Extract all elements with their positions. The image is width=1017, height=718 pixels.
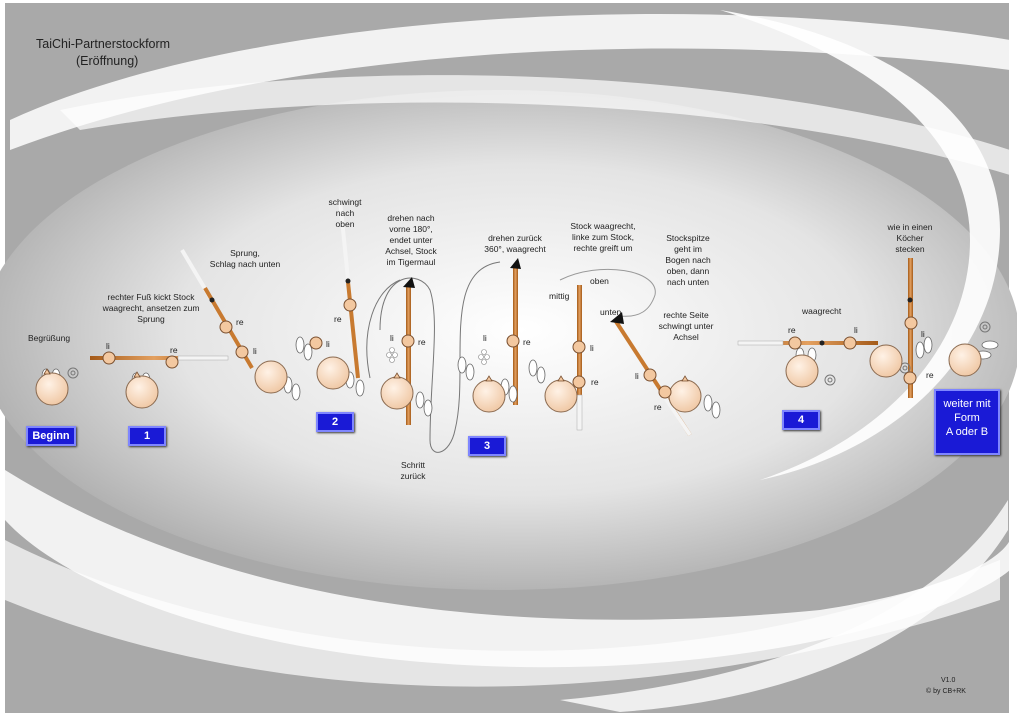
hand-label: li [921, 329, 925, 339]
label-unten: unten [600, 307, 622, 317]
hand-label: re [926, 370, 934, 380]
version-label: V1.0 [941, 677, 956, 684]
hand-label: re [334, 314, 342, 324]
label-koecher: wie in einen Köcher stecken [887, 222, 933, 254]
weiter-form-button[interactable]: weiter mit Form A oder B [934, 389, 1000, 455]
hand-label: li [854, 325, 858, 335]
step-4-button[interactable]: 4 [782, 410, 820, 430]
label-schritt: Schritt zurück [400, 460, 426, 481]
stick-horizontal-4 [737, 340, 878, 346]
copyright-label: © by CB+RK [926, 688, 966, 695]
label-kick: rechter Fuß kickt Stock waagrecht, anset… [102, 292, 200, 324]
hand-label: li [106, 341, 110, 351]
label-stockspitze: Stockspitze geht im Bogen nach oben, dan… [665, 233, 711, 287]
page-subtitle: (Eröffnung) [76, 54, 139, 68]
stick-swing-up [338, 199, 360, 379]
hand-label: re [788, 325, 796, 335]
hand-label: re [418, 337, 426, 347]
hand-label: li [483, 333, 487, 343]
hand-label: re [523, 337, 531, 347]
label-stockwaag: Stock waagrecht, linke zum Stock, rechte… [570, 221, 636, 253]
stick-tiger [403, 277, 415, 425]
hand-label: re [170, 345, 178, 355]
hand-label: re [591, 377, 599, 387]
hand-label: li [635, 371, 639, 381]
beginn-button[interactable]: Beginn [26, 426, 76, 446]
label-oben: oben [590, 276, 609, 286]
hand-label: re [236, 317, 244, 327]
stick-vertical [576, 285, 583, 431]
step-3-button[interactable]: 3 [468, 436, 506, 456]
label-sprung: Sprung, Schlag nach unten [209, 248, 281, 269]
step-2-button[interactable]: 2 [316, 412, 354, 432]
hand-label: li [253, 346, 257, 356]
hand-label: li [590, 343, 594, 353]
hand-label: re [654, 402, 662, 412]
label-begruessung: Begrüßung [28, 333, 71, 343]
hand-label: li [390, 333, 394, 343]
page-title: TaiChi-Partnerstockform [36, 37, 171, 51]
label-mittig: mittig [549, 291, 570, 301]
hand-label: li [326, 339, 330, 349]
label-drehen360: drehen zurück 360°, waagrecht [484, 233, 546, 254]
label-drehen180: drehen nach vorne 180°, endet unter Achs… [385, 213, 437, 267]
step-1-button[interactable]: 1 [128, 426, 166, 446]
label-waagrecht: waagrecht [802, 306, 842, 316]
label-rechteseite: rechte Seite schwingt unter Achsel [658, 310, 714, 342]
stick-kick [90, 355, 229, 361]
label-schwingt: schwingt nach oben [328, 197, 362, 229]
